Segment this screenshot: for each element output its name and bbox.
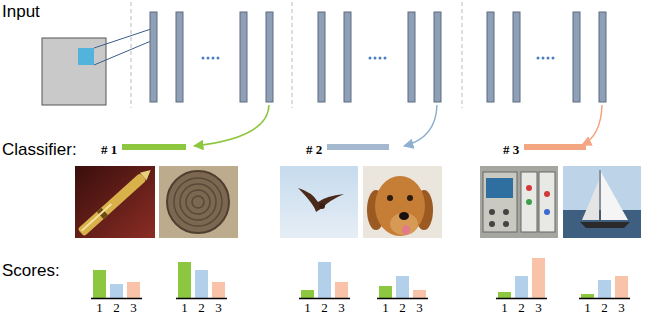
layer bbox=[150, 12, 606, 102]
classifier-number: # 2 bbox=[306, 143, 322, 158]
input-image bbox=[42, 38, 106, 105]
separator bbox=[131, 2, 462, 108]
axis-tick: 2 bbox=[113, 301, 120, 316]
axis-tick: 1 bbox=[501, 301, 508, 316]
axis-tick: 3 bbox=[338, 301, 345, 316]
section-label: Scores: bbox=[2, 261, 60, 281]
axis-tick: 2 bbox=[518, 301, 525, 316]
classifier-number: # 1 bbox=[101, 143, 117, 158]
axis-tick: 1 bbox=[584, 301, 591, 316]
axis-tick: 3 bbox=[618, 301, 625, 316]
photo-bird bbox=[280, 166, 358, 238]
axis-tick: 2 bbox=[321, 301, 328, 316]
axis-tick: 2 bbox=[399, 301, 406, 316]
classifier-bar: # 3 bbox=[503, 140, 586, 155]
projection-line bbox=[94, 41, 151, 65]
projection-line bbox=[94, 29, 151, 48]
classifier-arrow bbox=[582, 105, 602, 145]
section-label: Classifier: bbox=[2, 140, 77, 160]
axis-tick: 1 bbox=[96, 301, 103, 316]
axis-tick: 3 bbox=[130, 301, 137, 316]
photo-manhole bbox=[159, 166, 238, 238]
score-chart bbox=[91, 258, 630, 299]
classifier-bar: # 1 bbox=[101, 140, 186, 155]
axis-tick: 3 bbox=[215, 301, 222, 316]
axis-tick: 1 bbox=[382, 301, 389, 316]
axis-tick: 2 bbox=[198, 301, 205, 316]
axis-tick: 1 bbox=[181, 301, 188, 316]
axis-tick: 1 bbox=[304, 301, 311, 316]
ellipsis-dots bbox=[202, 57, 555, 60]
classifier-arrow bbox=[194, 105, 269, 146]
axis-tick: 3 bbox=[416, 301, 423, 316]
axis-tick: 2 bbox=[601, 301, 608, 316]
classifier-arrow bbox=[404, 105, 437, 146]
classifier-swatch bbox=[327, 144, 389, 150]
photo-sailboat bbox=[563, 166, 641, 238]
classifier-swatch bbox=[122, 144, 186, 150]
photo-pen bbox=[75, 166, 155, 238]
section-label: Input bbox=[2, 2, 40, 22]
receptive-field bbox=[78, 48, 94, 65]
photo-dog bbox=[363, 166, 442, 238]
classifier-bar: # 2 bbox=[306, 140, 389, 155]
axis-tick: 3 bbox=[535, 301, 542, 316]
classifier-swatch bbox=[524, 144, 586, 150]
classifier-number: # 3 bbox=[503, 143, 519, 158]
photo-oscilloscope bbox=[480, 166, 558, 238]
